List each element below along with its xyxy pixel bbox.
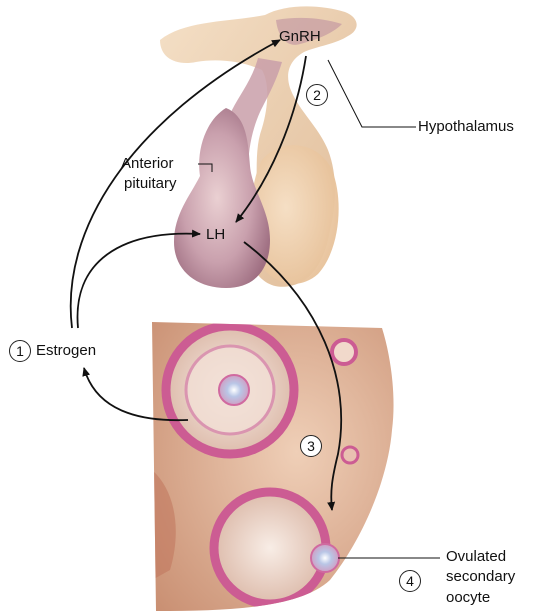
step-marker-3: 3 (300, 435, 322, 457)
ruptured-follicle (214, 492, 326, 604)
estrogen-label: Estrogen (36, 342, 96, 360)
ovulated-label-line1: Ovulated (446, 548, 506, 566)
ovulated-oocyte-cell (311, 544, 339, 572)
ovulated-label-line2: secondary (446, 568, 515, 586)
brain-illustration (160, 6, 357, 288)
ovary-illustration (152, 322, 394, 611)
hypothalamus-label: Hypothalamus (418, 118, 514, 136)
small-follicle (332, 340, 356, 364)
anterior-pituitary (174, 108, 270, 288)
step-marker-2: 2 (306, 84, 328, 106)
step-marker-4: 4 (399, 570, 421, 592)
gnrh-label: GnRH (279, 28, 321, 46)
follicle-oocyte (219, 375, 249, 405)
anterior-pituitary-label-line2: pituitary (124, 175, 177, 193)
ovulated-label-line3: oocyte (446, 589, 490, 607)
step-marker-1: 1 (9, 340, 31, 362)
anterior-pituitary-label-line1: Anterior (121, 155, 174, 173)
lh-label: LH (206, 226, 225, 244)
hypothalamus-pointer (328, 60, 416, 127)
